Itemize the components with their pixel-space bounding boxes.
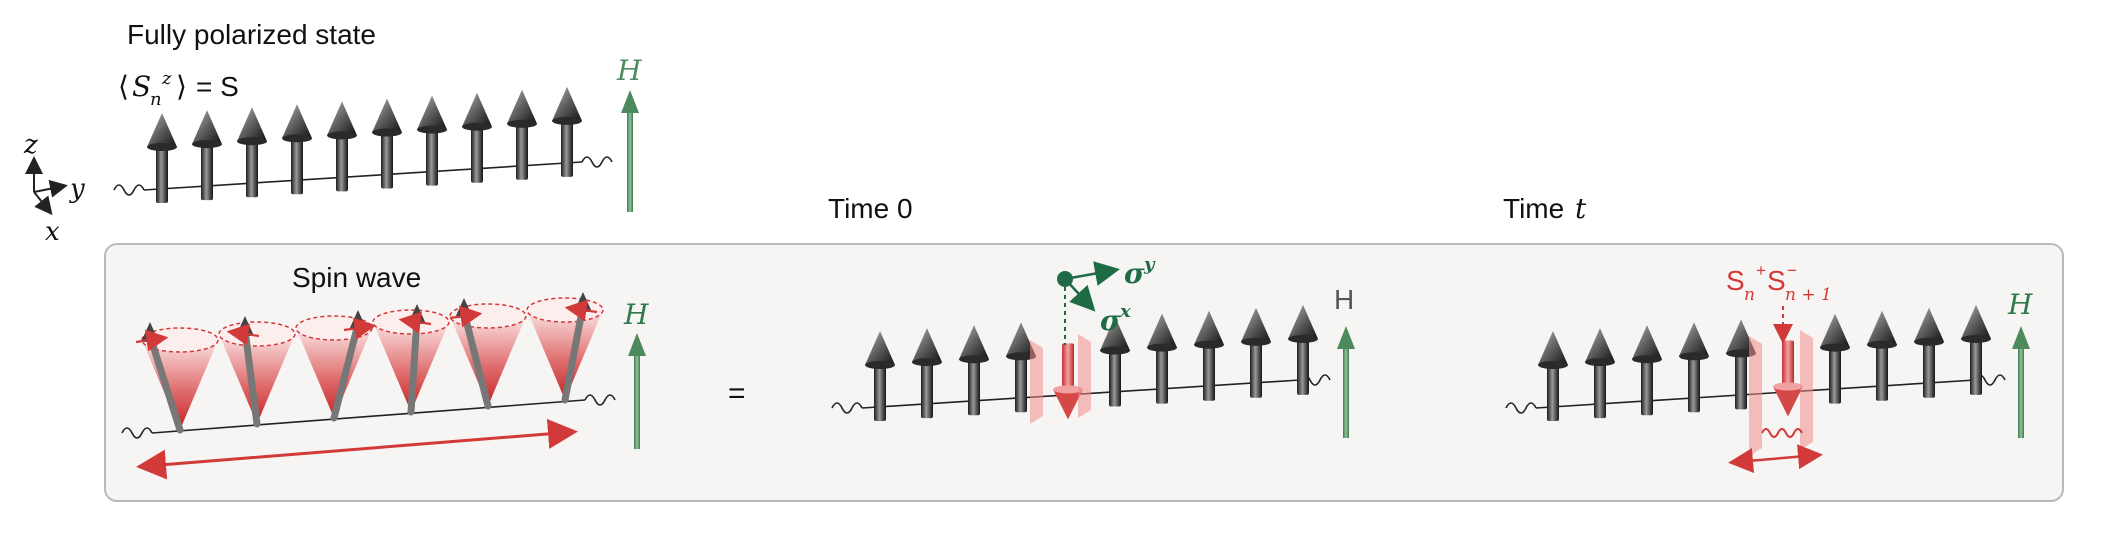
svg-text:S: S [1726,265,1745,296]
time0-spin-4 [1006,322,1036,413]
time0-spin-7 [1147,313,1177,404]
sigma-y-arrow [1064,261,1120,286]
time0-spin-10 [1288,304,1318,395]
spin-symbol: S [132,70,151,103]
top-spin-8 [462,92,492,183]
timet-spread-arrow [1728,444,1823,474]
timet-title: Time t [1503,192,1587,225]
spin-wave-field-arrow [628,333,646,449]
sigma-y-label: σ y [1124,254,1156,290]
svg-text:+: + [1756,261,1766,280]
timet-spin-2 [1585,328,1615,419]
timet-wavy-excitation [1761,428,1803,438]
precession-cone-1 [135,322,219,434]
svg-text:x: x [1119,301,1131,322]
timet-spin-9 [1914,307,1944,398]
svg-text:t: t [1575,192,1587,225]
svg-text:n: n [1744,285,1755,305]
time0-spin-1 [865,331,895,421]
top-spin-5 [327,101,357,192]
svg-text:n + 1: n + 1 [1785,285,1832,305]
spin-wave-title: Spin wave [292,262,421,293]
svg-text:S: S [1767,265,1786,296]
axis-z-label: z [23,130,38,160]
time0-spin-chain [865,304,1318,421]
timet-spin-8 [1867,310,1897,401]
timet-field-arrow [2012,326,2030,438]
top-chain-wavy-left [113,184,145,196]
timet-spin-4 [1679,322,1709,413]
top-spin-10 [552,86,582,177]
timet-spin-1 [1538,331,1568,421]
spin-sub: n [150,89,162,110]
time0-wavy-left [831,402,863,414]
timet-flipped-spin [1773,340,1803,417]
precession-cone-3 [295,310,377,422]
spin-wave-field-label: H [623,298,649,331]
time0-spin-6 [1100,316,1130,407]
top-spin-1 [147,113,177,203]
time0-spin-3 [959,325,989,416]
precession-cones [135,292,604,434]
expectation-rhs: = S [196,71,239,102]
precession-cone-2 [218,316,296,428]
timet-field-label: H [2007,288,2033,321]
time0-flipped-spin [1053,343,1083,420]
wavelength-arrow [136,418,578,480]
time0-field-arrow [1337,326,1355,438]
top-chain-line [143,161,583,191]
spin-sup: z [161,68,172,89]
time0-local-planes [1030,334,1091,424]
equals-sign: = [728,377,746,410]
expectation-equation: ⟨ S n z ⟩ = S [118,68,239,110]
top-spin-2 [192,110,222,201]
top-chain-wavy-right [581,156,613,168]
time0-spin-9 [1241,307,1271,398]
top-spin-3 [237,107,267,198]
timet-spin-7 [1820,313,1850,404]
time0-field-label: H [1334,284,1354,315]
timet-spin-3 [1632,325,1662,416]
sigma-x-label: σ x [1100,301,1131,337]
top-field-label: H [616,54,642,87]
precession-cone-4 [372,304,450,416]
time0-spin-2 [912,328,942,419]
spin-flip-operator: S n + S n + 1 − [1726,261,1832,305]
precession-cone-5 [449,298,527,410]
bracket-open: ⟨ [118,71,129,102]
svg-text:y: y [1143,254,1156,275]
precession-cone-6 [526,292,604,404]
sigma-x-arrow [1064,278,1096,312]
spin-wave-wavy-right [584,394,616,406]
timet-spin-5 [1726,319,1756,410]
coordinate-axes [25,156,68,216]
timet-spin-10 [1961,304,1991,395]
timet-local-planes [1749,330,1813,456]
bracket-close: ⟩ [176,71,187,102]
svg-text:−: − [1787,261,1797,280]
time0-title: Time 0 [828,193,913,224]
time0-spin-8 [1194,310,1224,401]
top-title: Fully polarized state [127,19,376,50]
svg-text:σ: σ [1124,257,1145,290]
axis-x-label: x [45,217,60,247]
timet-wavy-left [1505,402,1537,414]
top-spin-7 [417,95,447,186]
top-spin-9 [507,89,537,180]
axis-y-label: y [69,174,85,204]
top-spin-chain [147,86,582,203]
svg-text:σ: σ [1100,304,1121,337]
timet-spin-chain [1538,304,1991,421]
top-spin-6 [372,98,402,189]
svg-text:Time: Time [1503,193,1564,224]
top-spin-4 [282,104,312,195]
top-field-arrow [621,90,639,212]
